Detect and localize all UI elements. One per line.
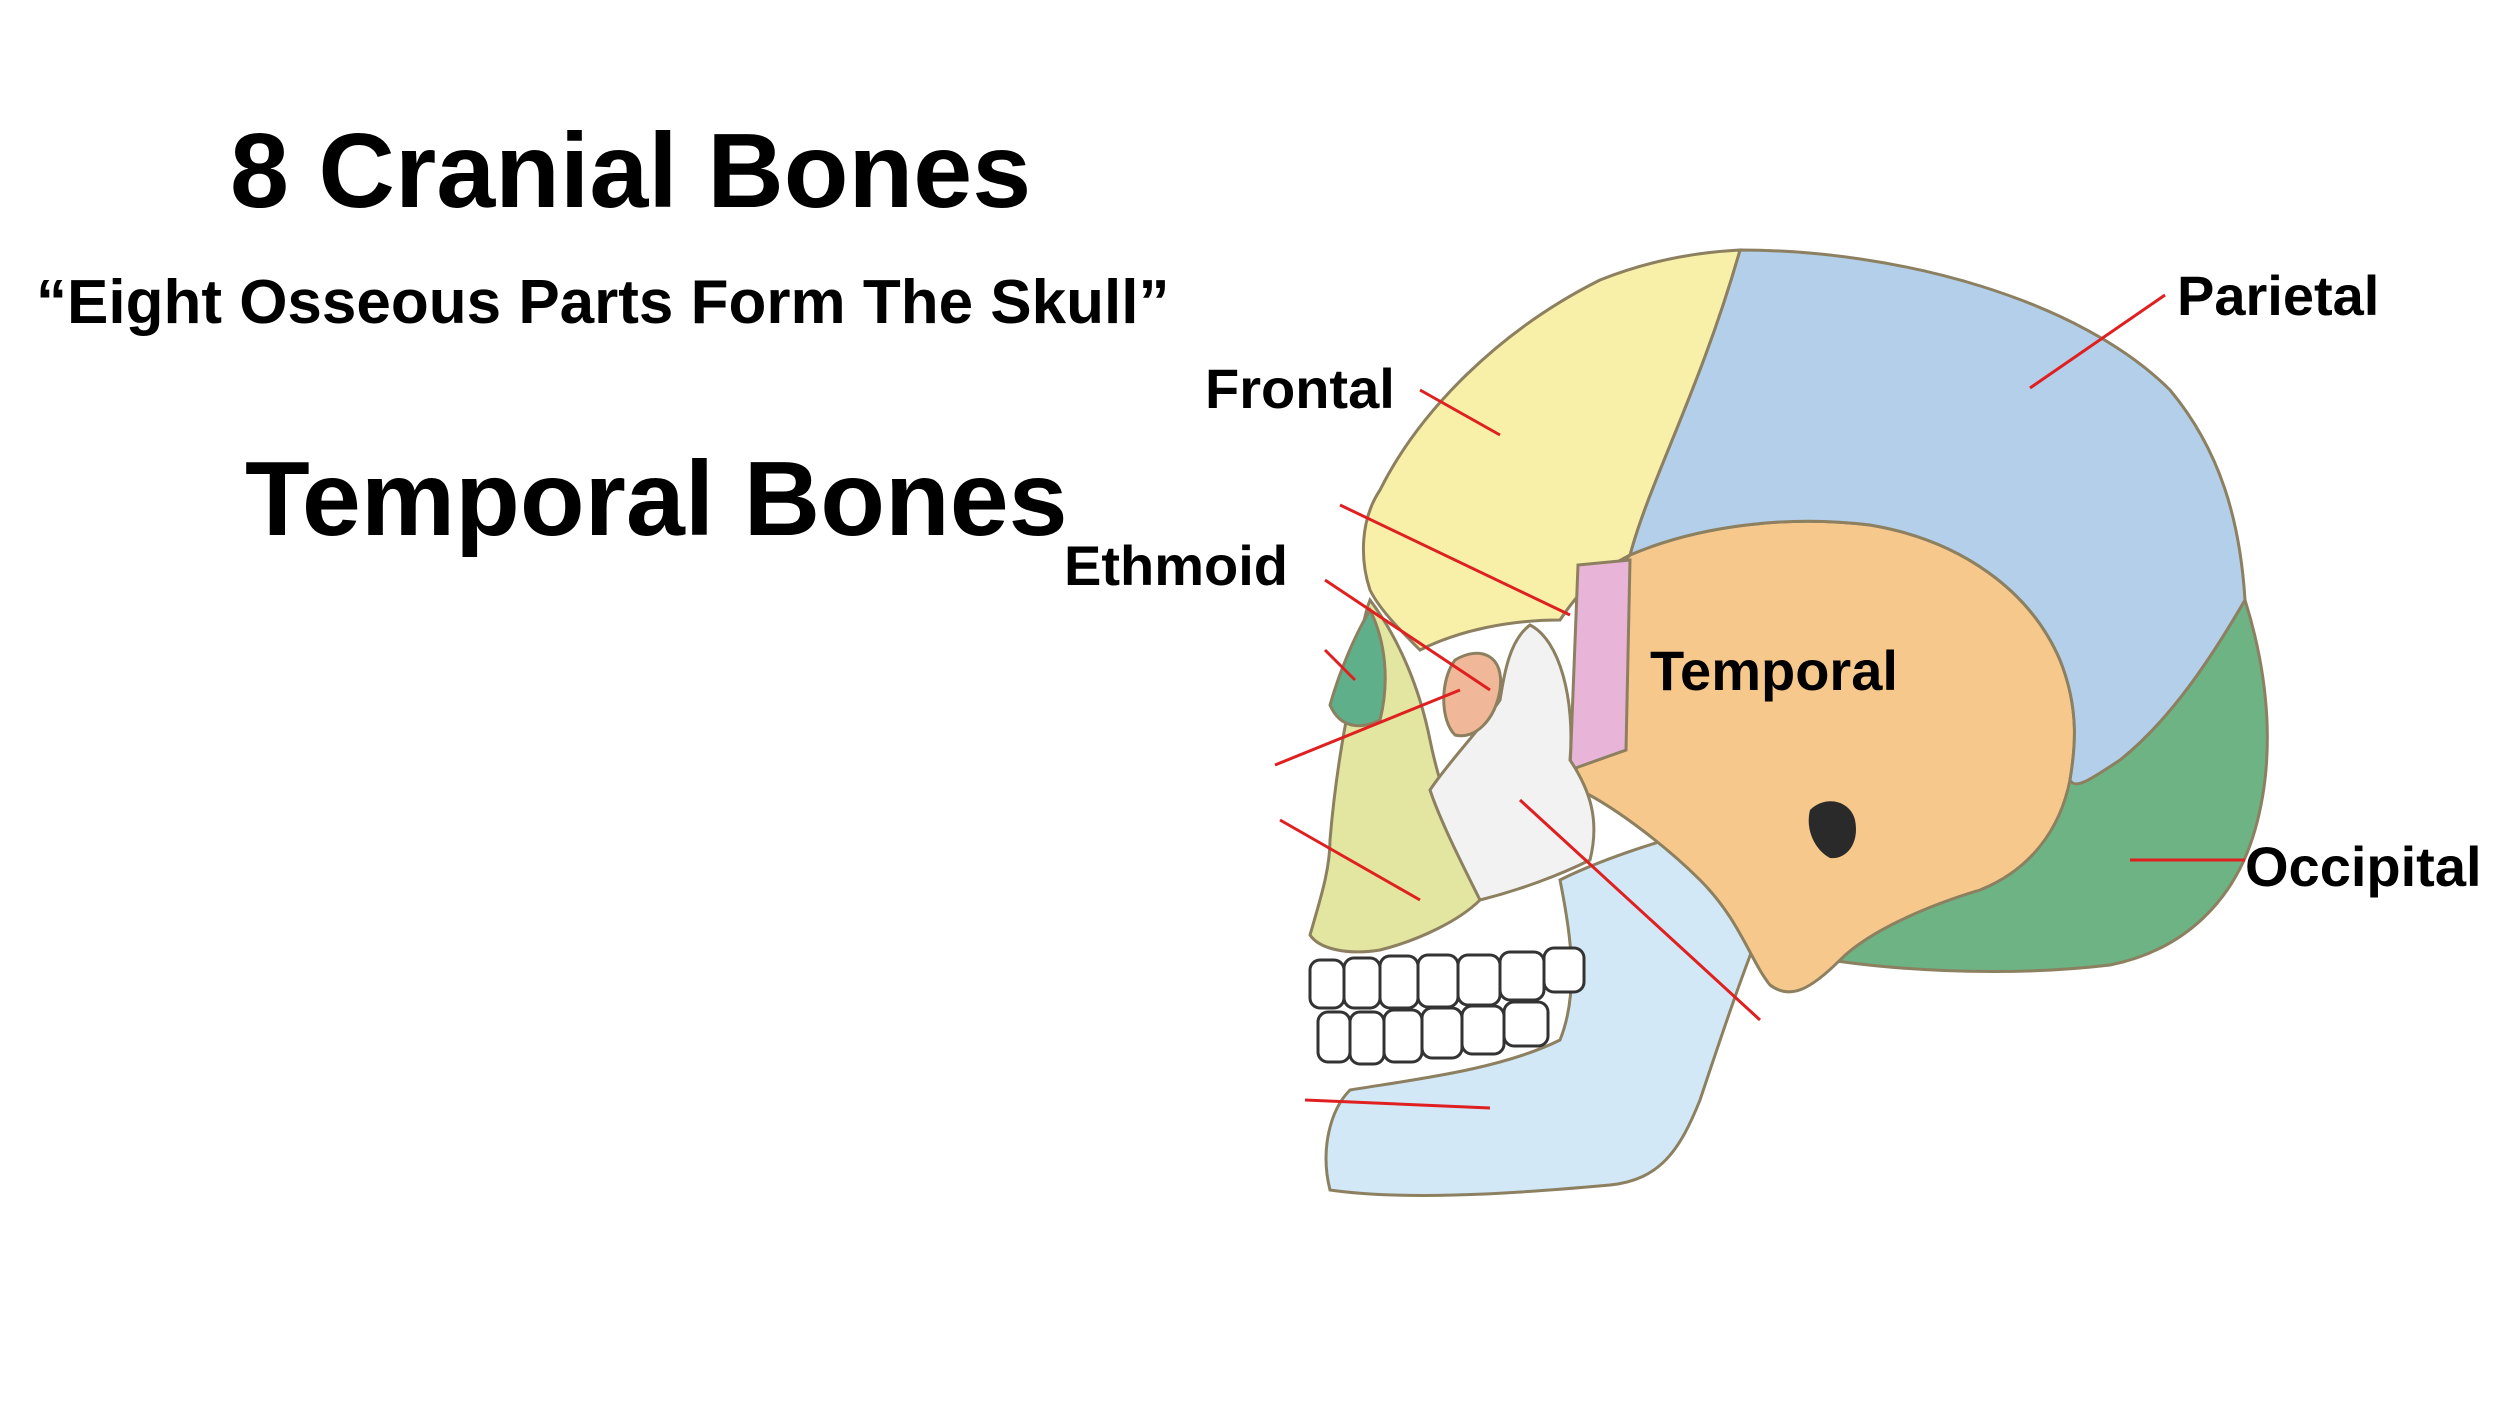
leader-lines	[1274, 293, 2245, 1110]
label-ethmoid: Ethmoid	[1064, 534, 1288, 597]
parietal-bone	[1627, 248, 2247, 786]
slide-title: 8 Cranial Bones	[230, 112, 1032, 230]
teeth	[1308, 946, 1586, 1066]
label-parietal: Parietal	[2177, 264, 2379, 327]
mnemonic-text: “Eight Osseous Parts Form The Skull”	[36, 268, 1170, 337]
ear-canal	[1808, 801, 1856, 859]
nasal-bone	[1328, 606, 1387, 728]
slide-subtitle: Temporal Bones	[245, 440, 1068, 558]
label-frontal: Frontal	[1205, 357, 1395, 420]
label-temporal: Temporal	[1650, 639, 1898, 702]
frontal-bone	[1362, 248, 1743, 652]
label-occipital: Occipital	[2245, 835, 2482, 898]
sphenoid-bone	[1568, 558, 1632, 773]
